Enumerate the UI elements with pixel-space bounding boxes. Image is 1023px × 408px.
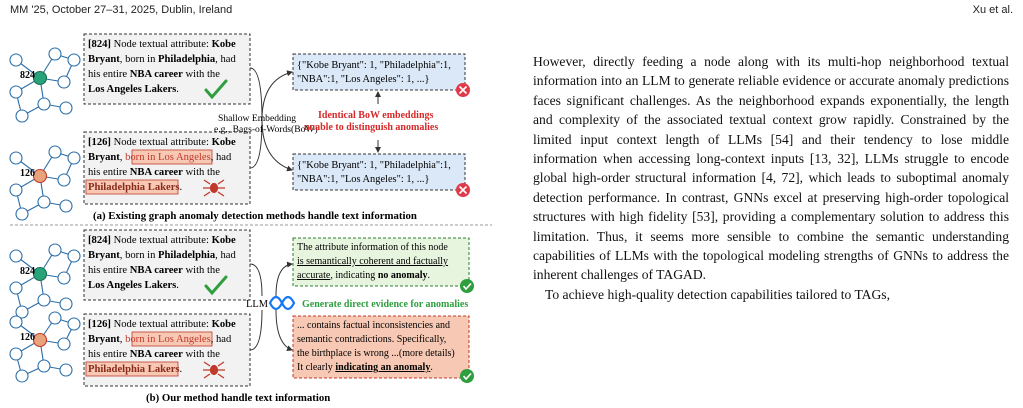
text-824-a: [824] Node textual attribute: Kobe Bryan… [88,39,238,95]
identical-bow-l1: Identical BoW embeddings [318,110,433,121]
node-id-824-a: 824 [20,70,35,81]
running-head-left: MM '25, October 27–31, 2025, Dublin, Ire… [10,4,233,16]
node-id-824-b: 824 [20,266,35,277]
check-icon-a [204,79,228,100]
body-paragraph-2: To achieve high-quality detection capabi… [545,286,891,302]
graph-126-a [9,145,81,221]
body-paragraph-1: However, directly feeding a node along w… [533,54,1009,283]
spider-icon-b [203,361,225,379]
spider-icon-a [203,179,225,197]
evidence-text-bottom: ... contains factual inconsistencies and… [297,320,457,373]
meta-logo-icon [268,295,296,311]
check-circle-icon-b-bottom [460,369,474,383]
caption-a: (a) Existing graph anomaly detection met… [93,210,417,222]
node-id-126-a: 126 [20,168,35,179]
caption-b: (b) Our method handle text information [146,392,330,404]
evidence-box-bottom [292,315,470,379]
cross-icon-a-top [456,83,470,97]
shallow-embedding-label: Shallow Embedding [218,113,296,124]
check-circle-icon-b-top [460,279,474,293]
bow-text-top: {"Kobe Bryant": 1, "Philadelphia":1, "NB… [297,60,453,85]
identical-bow-l2: unable to distinguish anomalies [304,122,438,133]
graph-824-b [9,243,81,319]
check-icon-b [204,275,228,296]
running-head-right: Xu et al. [972,4,1013,16]
llm-label: LLM [246,299,268,310]
cross-icon-a-bottom [456,183,470,197]
figure-diagram: 824 126 [824] Node textual attribute: Ko… [9,33,492,404]
bow-label: e.g., Bags-of-Words(BoW) [214,124,318,135]
bow-box-top [292,53,466,91]
evidence-text-top: The attribute information of this node i… [297,242,451,281]
graph-824-a [9,47,81,123]
graph-126-b [9,311,81,383]
figure: 824 126 [824] Node textual attribute: Ko… [0,20,505,408]
body-text: However, directly feeding a node along w… [533,52,1009,304]
text-126-a: [126] Node textual attribute: Kobe Bryan… [88,137,238,193]
text-box-824-a [83,33,251,105]
text-824-b: [824] Node textual attribute: Kobe Bryan… [88,235,238,291]
node-id-126-b: 126 [20,332,35,343]
bow-text-bottom: {"Kobe Bryant": 1, "Philadelphia":1, "NB… [297,160,453,185]
text-box-824-b [83,229,251,301]
evidence-box-top [292,237,470,287]
bow-box-bottom [292,153,466,191]
text-126-b: [126] Node textual attribute: Kobe Bryan… [88,319,238,375]
llm-note: Generate direct evidence for anomalies [302,299,468,310]
